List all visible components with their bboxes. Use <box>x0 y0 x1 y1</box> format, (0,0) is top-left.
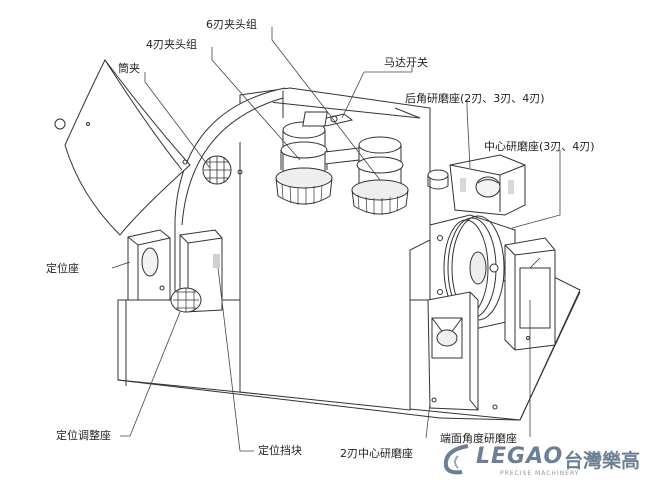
two-blade-center-block <box>428 292 497 410</box>
label-six-blade-chuck: 6刃夹头组 <box>206 18 257 31</box>
label-four-blade-chuck: 4刃夹头组 <box>146 38 197 51</box>
leader-positioning-adjust <box>120 311 181 437</box>
main-housing <box>240 88 430 410</box>
label-center-seat-34: 中心研磨座(3刃、4刃) <box>484 140 595 153</box>
leader-lines <box>111 27 561 452</box>
logo-chinese-name: 台灣樂高 <box>564 450 641 472</box>
end-face-block <box>505 238 555 350</box>
logo-subtitle: PRECISE MACHINERY <box>500 470 580 477</box>
leader-center-seat-34 <box>511 150 561 229</box>
leader-collet <box>144 72 211 169</box>
label-positioning-stop: 定位挡块 <box>258 444 302 457</box>
relief-angle-block <box>450 155 525 215</box>
brand-logo: LEGAO 台灣樂高 PRECISE MACHINERY <box>436 438 650 480</box>
label-end-face-angle-seat: 端面角度研磨座 <box>440 432 517 445</box>
logo-wordmark: LEGAO <box>476 444 564 469</box>
collet-knob <box>183 156 242 184</box>
arched-cover <box>175 88 285 300</box>
label-relief-angle-seat: 后角研磨座(2刃、3刃、4刃) <box>405 92 545 105</box>
leader-motor-switch <box>341 65 413 119</box>
label-center-seat-2: 2刃中心研磨座 <box>340 447 413 460</box>
positioning-adjust-knob <box>171 288 201 312</box>
leader-four-blade-chuck <box>211 47 301 161</box>
label-positioning-adjust-seat: 定位调整座 <box>56 429 111 442</box>
leader-center-seat-2 <box>425 402 431 439</box>
logo-swoosh-icon <box>443 444 469 475</box>
leader-relief-angle-seat <box>466 100 471 169</box>
positioning-seat-block <box>128 230 170 300</box>
curved-guard <box>55 60 190 235</box>
motor-switch-block <box>303 112 337 126</box>
label-positioning-seat: 定位座 <box>46 262 79 275</box>
lock-knob <box>428 170 448 189</box>
leader-positioning-stop <box>217 267 254 452</box>
leader-six-blade-chuck <box>271 27 381 181</box>
label-motor-switch: 马达开关 <box>384 56 428 69</box>
label-collet: 筒夹 <box>118 62 140 75</box>
six-blade-chuck <box>352 137 408 215</box>
leader-positioning-seat <box>111 261 131 269</box>
